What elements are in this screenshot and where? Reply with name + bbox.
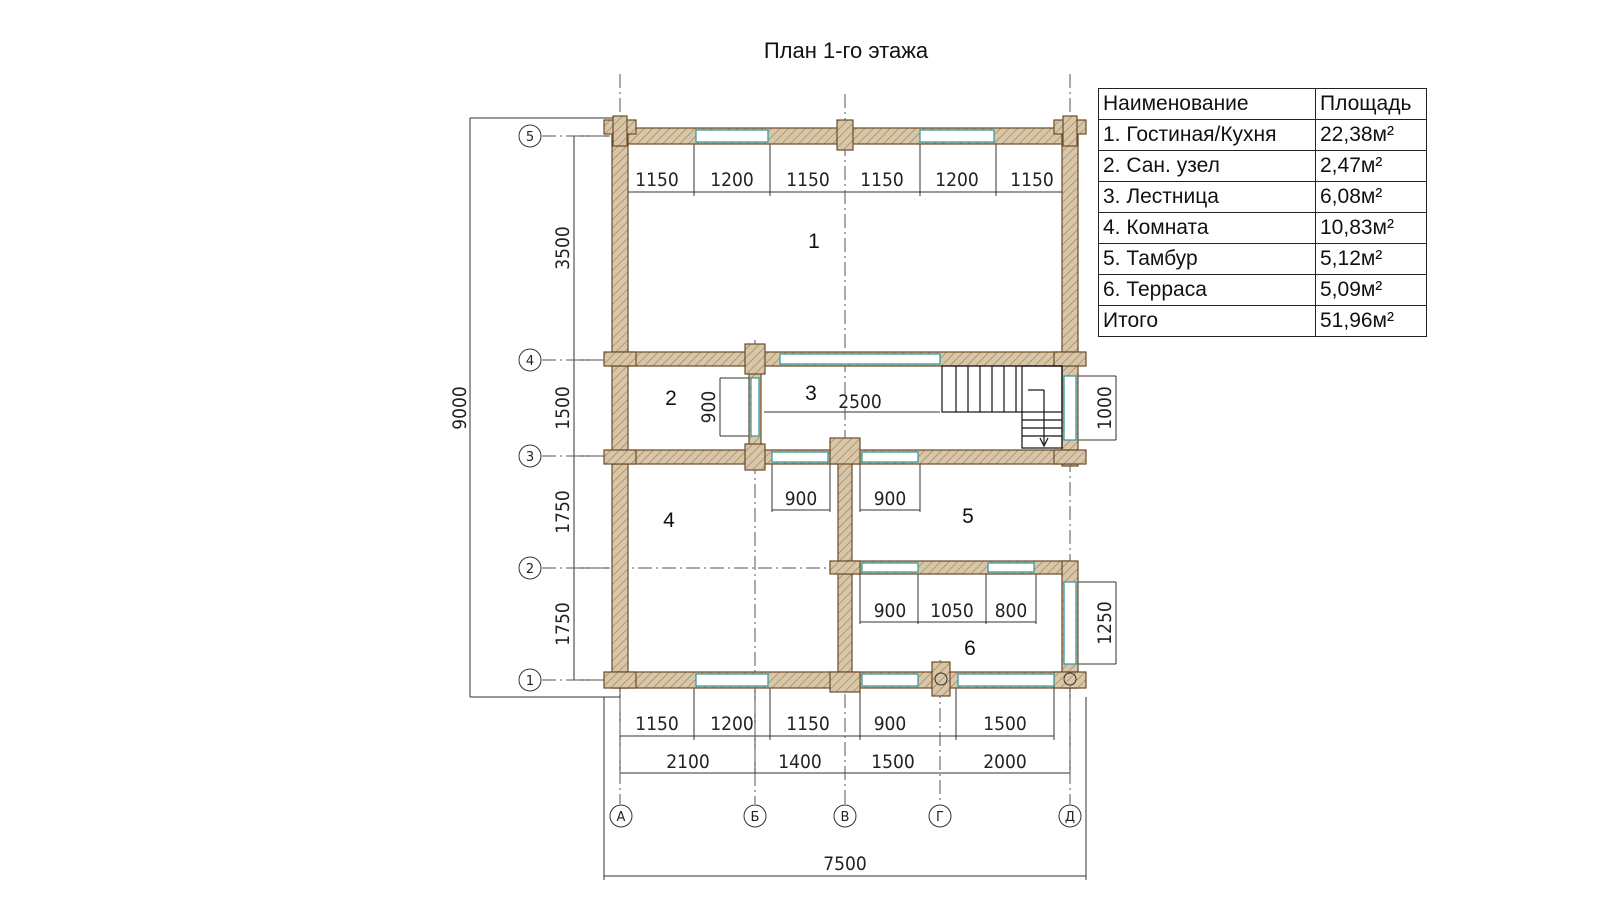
- table-header-row: Наименование Площадь: [1098, 88, 1427, 120]
- table-cell-area: 5,09м²: [1315, 274, 1427, 306]
- room-5-label: 5: [962, 505, 974, 528]
- dim-bottom-4: 900: [874, 713, 907, 735]
- table-row: 6. Терраса 5,09м²: [1098, 274, 1427, 306]
- table-row: 1. Гостиная/Кухня 22,38м²: [1098, 119, 1427, 151]
- dim-left-2: 1500: [552, 386, 574, 430]
- room-3-label: 3: [805, 382, 817, 405]
- table-cell-name: Итого: [1098, 305, 1316, 337]
- dim-axis-1: 2100: [666, 751, 710, 773]
- dim-bottom-3: 1150: [786, 713, 830, 735]
- room-2-label: 2: [665, 387, 677, 410]
- table-cell-name: 6. Терраса: [1098, 274, 1316, 306]
- room-4-label: 4: [663, 509, 675, 532]
- dim-axis-3: 1500: [871, 751, 915, 773]
- dim-left-1: 3500: [552, 226, 574, 270]
- room-1-label: 1: [808, 230, 820, 253]
- dim-left-4: 1750: [552, 602, 574, 646]
- windows: [695, 129, 1077, 687]
- dim-top-2: 1200: [710, 169, 754, 191]
- table-row: 5. Тамбур 5,12м²: [1098, 243, 1427, 275]
- dim-top-1: 1150: [635, 169, 679, 191]
- dim-bath-door: 900: [698, 391, 720, 424]
- table-row-total: Итого 51,96м²: [1098, 305, 1427, 337]
- axis-bubbles: [518, 124, 1082, 828]
- dim-bottom-1: 1150: [635, 713, 679, 735]
- dim-lower-3: 800: [995, 600, 1028, 622]
- dim-axis-4: 2000: [983, 751, 1027, 773]
- dim-top-6: 1150: [1010, 169, 1054, 191]
- dim-overall-height: 9000: [449, 386, 471, 430]
- axis-col-g: Г: [936, 810, 944, 825]
- dim-bottom-5: 1500: [983, 713, 1027, 735]
- dim-middle-door-1: 900: [785, 488, 818, 510]
- table-header-area: Площадь: [1315, 88, 1427, 120]
- axis-row-2: 2: [526, 562, 534, 577]
- table-cell-area: 10,83м²: [1315, 212, 1427, 244]
- table-cell-area: 22,38м²: [1315, 119, 1427, 151]
- axis-col-d: Д: [1065, 810, 1075, 825]
- table-row: 2. Сан. узел 2,47м²: [1098, 150, 1427, 182]
- table-cell-name: 4. Комната: [1098, 212, 1316, 244]
- dim-top-5: 1200: [935, 169, 979, 191]
- table-cell-area: 5,12м²: [1315, 243, 1427, 275]
- area-table: Наименование Площадь 1. Гостиная/Кухня 2…: [1098, 88, 1427, 337]
- axis-row-1: 1: [526, 674, 534, 689]
- dim-stair-length: 2500: [838, 391, 882, 413]
- table-row: 4. Комната 10,83м²: [1098, 212, 1427, 244]
- table-cell-name: 1. Гостиная/Кухня: [1098, 119, 1316, 151]
- table-cell-name: 5. Тамбур: [1098, 243, 1316, 275]
- axis-col-a: А: [617, 810, 626, 825]
- dim-axis-2: 1400: [778, 751, 822, 773]
- dim-middle-door-2: 900: [874, 488, 907, 510]
- dim-lower-1: 900: [874, 600, 907, 622]
- dim-overall-width: 7500: [823, 853, 867, 875]
- axis-col-b: Б: [751, 810, 760, 825]
- table-cell-area: 6,08м²: [1315, 181, 1427, 213]
- room-labels: 1 2 3 4 5 6: [663, 230, 976, 660]
- table-header-name: Наименование: [1098, 88, 1316, 120]
- table-cell-name: 3. Лестница: [1098, 181, 1316, 213]
- axis-labels: 5 4 3 2 1 А Б В Г Д: [526, 130, 1075, 825]
- dim-top-3: 1150: [786, 169, 830, 191]
- room-6-label: 6: [964, 637, 976, 660]
- dimension-labels: 1150 1200 1150 1150 1200 1150 1150 1200 …: [449, 169, 1116, 875]
- posts: [934, 672, 1077, 686]
- dim-terrace-side: 1250: [1094, 601, 1116, 645]
- axis-col-v: В: [841, 810, 850, 825]
- table-cell-name: 2. Сан. узел: [1098, 150, 1316, 182]
- table-cell-area: 2,47м²: [1315, 150, 1427, 182]
- dim-top-4: 1150: [860, 169, 904, 191]
- dim-lower-2: 1050: [930, 600, 974, 622]
- axis-row-3: 3: [526, 450, 534, 465]
- stairs: [941, 365, 1063, 449]
- dim-stair-window: 1000: [1094, 386, 1116, 430]
- axis-row-5: 5: [526, 130, 534, 145]
- table-row: 3. Лестница 6,08м²: [1098, 181, 1427, 213]
- axis-row-4: 4: [526, 354, 534, 369]
- dim-left-3: 1750: [552, 490, 574, 534]
- plan-title: План 1-го этажа: [763, 38, 929, 63]
- dim-bottom-2: 1200: [710, 713, 754, 735]
- table-cell-area: 51,96м²: [1315, 305, 1427, 337]
